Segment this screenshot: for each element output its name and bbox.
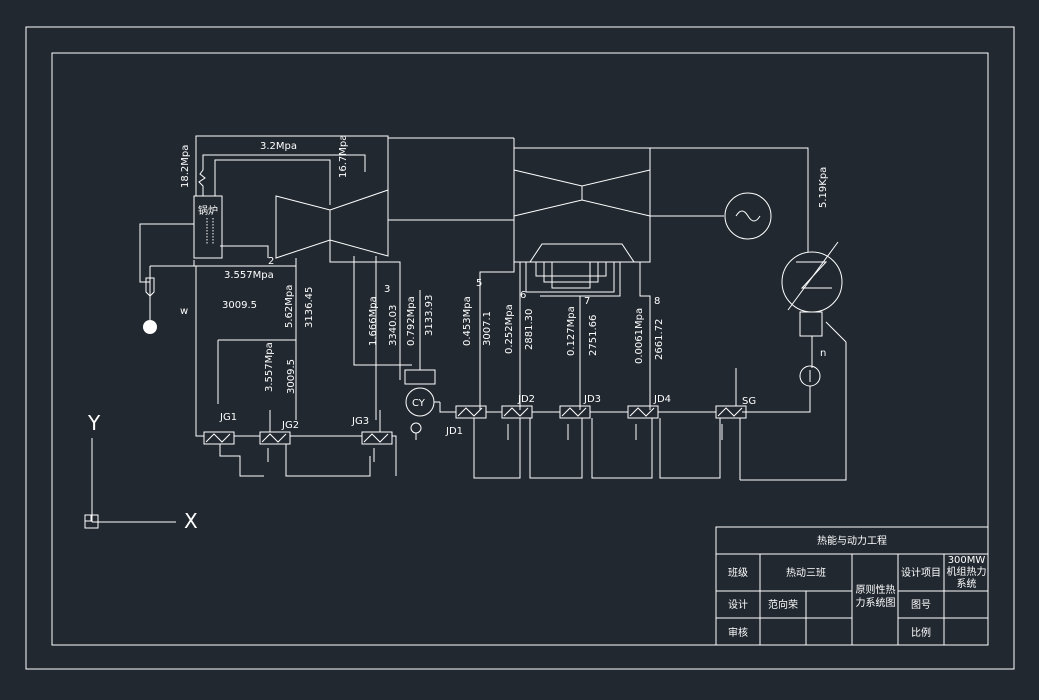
hp-ip-turbine <box>275 189 389 259</box>
pump-n-label: n <box>820 348 826 359</box>
deaerator-label: CY <box>412 398 426 409</box>
jd3-label: JD3 <box>583 394 601 405</box>
sg-label: SG <box>742 396 756 407</box>
inner-frame <box>51 52 989 646</box>
pt2-enthalpy-label: 3009.5 <box>222 300 257 311</box>
project-label: 设计项目 <box>901 566 941 579</box>
main-steam-pressure-label: 18.2Mpa <box>180 145 191 188</box>
drawing-no-label: 图号 <box>911 599 931 611</box>
project-value-cell: 300MW机组热力系统 <box>946 555 987 590</box>
ext-a-enthalpy-label: 3136.45 <box>304 287 315 328</box>
pt6-enthalpy-label: 2881.30 <box>524 309 535 350</box>
pt8-pressure-label: 0.0061Mpa <box>634 308 645 364</box>
pt3-enthalpy-label: 3340.03 <box>388 305 399 346</box>
jd2-label: JD2 <box>517 394 535 405</box>
jg2-enthalpy-label: 3009.5 <box>286 359 297 394</box>
reheat-pressure-label: 3.2Mpa <box>260 141 297 152</box>
cy-enthalpy-label: 3133.93 <box>424 295 435 336</box>
pt5-enthalpy-label: 3007.1 <box>482 311 493 346</box>
lp-turbine <box>513 147 651 263</box>
pt5-pressure-label: 0.453Mpa <box>462 296 473 346</box>
condenser <box>740 241 847 481</box>
design-label: 设计 <box>728 598 748 611</box>
jg2-label: JG2 <box>281 420 299 431</box>
review-label: 审核 <box>728 626 748 639</box>
heater-jd2: JD2 <box>501 394 535 419</box>
ext-a-pressure-label: 5.62Mpa <box>284 285 295 328</box>
boiler-label: 锅炉 <box>198 205 218 217</box>
pt7-pressure-label: 0.127Mpa <box>566 306 577 356</box>
heater-jg1: JG1 <box>203 412 237 445</box>
scale-label: 比例 <box>911 626 931 639</box>
heater-jd3: JD3 <box>559 394 601 419</box>
heater-jg2: JG2 <box>259 420 299 445</box>
pt3-pressure-label: 1.666Mpa <box>368 296 379 346</box>
jd4-label: JD4 <box>653 394 671 405</box>
design-value: 范向荣 <box>768 598 798 611</box>
jg3-label: JG3 <box>351 416 369 427</box>
w-label: w <box>180 306 188 317</box>
drawing-title-cell: 原则性热力系统图 <box>855 585 896 609</box>
pt6-pressure-label: 0.252Mpa <box>504 304 515 354</box>
pt7-number: 7 <box>584 296 590 307</box>
pt3-number: 3 <box>384 284 390 295</box>
class-value: 热动三班 <box>786 566 826 579</box>
axis-y-label: Y <box>87 411 101 435</box>
pt2-number: 2 <box>268 256 274 267</box>
jg2-pressure-label: 3.557Mpa <box>264 342 275 392</box>
jd1-label: JD1 <box>445 426 463 437</box>
deaerator: CY <box>404 369 436 440</box>
heater-jd1: JD1 <box>445 405 487 437</box>
pt2-pressure-label: 3.557Mpa <box>224 270 274 281</box>
lp-exhaust-pressure-label: 5.19Kpa <box>818 167 829 208</box>
pump-w-icon <box>143 320 157 334</box>
generator <box>724 192 772 240</box>
outer-frame <box>25 26 1015 670</box>
title-block: 热能与动力工程 班级 热动三班 设计 范向荣 审核 设计项目 图号 比例 <box>715 526 989 646</box>
class-label: 班级 <box>728 567 748 579</box>
hp-inlet-pressure-label: 16.7Mpa <box>338 135 349 178</box>
pt8-enthalpy-label: 2661.72 <box>654 319 665 360</box>
heater-jg3: JG3 <box>351 416 393 445</box>
title-block-header: 热能与动力工程 <box>817 534 887 547</box>
cy-pressure-label: 0.792Mpa <box>406 296 417 346</box>
ucs-icon: Y X <box>84 411 198 533</box>
jg1-label: JG1 <box>219 412 237 423</box>
boiler: 锅炉 <box>193 195 223 259</box>
pt8-number: 8 <box>654 296 660 307</box>
axis-x-label: X <box>184 509 198 533</box>
pt6-number: 6 <box>520 290 526 301</box>
pt5-number: 5 <box>476 278 482 289</box>
pt7-enthalpy-label: 2751.66 <box>588 315 599 356</box>
